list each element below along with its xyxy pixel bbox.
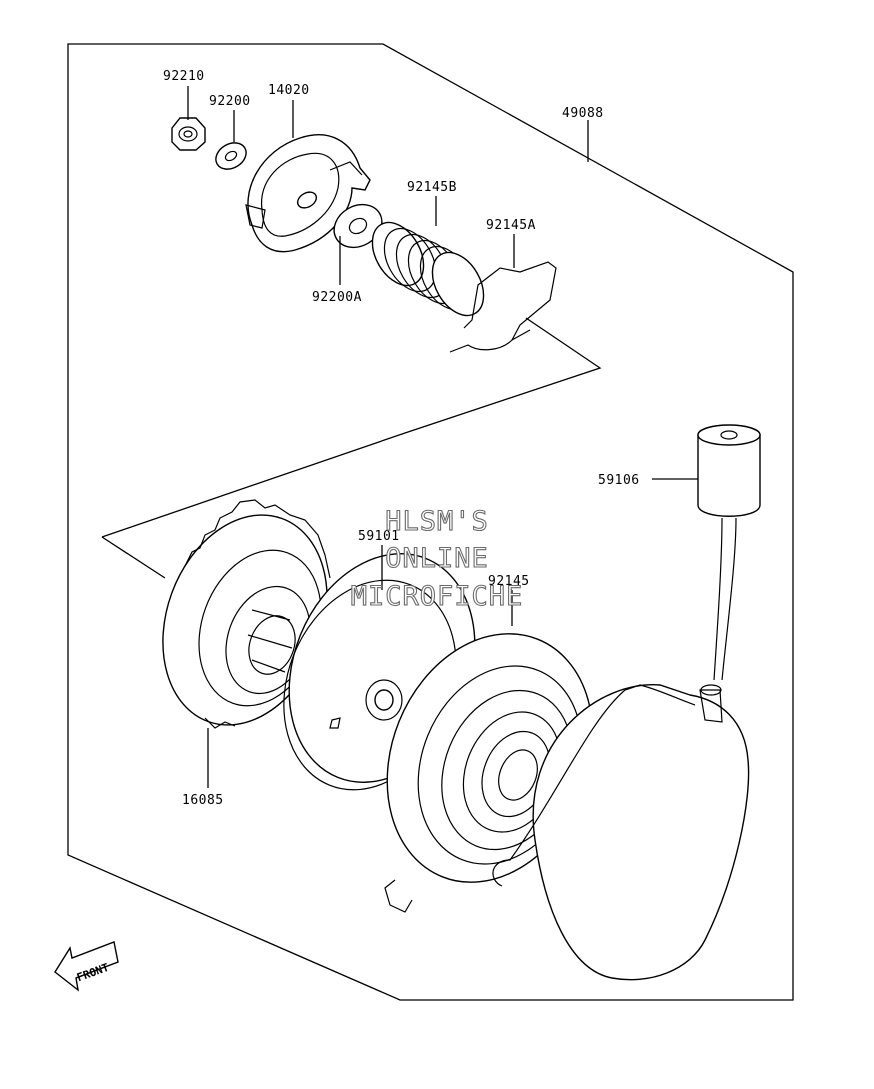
label-16085: 16085	[182, 793, 224, 808]
label-92200: 92200	[209, 94, 251, 109]
assembly-outline	[67, 43, 794, 1001]
label-14020: 14020	[268, 83, 310, 98]
label-59101: 59101	[358, 529, 400, 544]
washer-92200A[interactable]	[326, 196, 389, 256]
label-59106: 59106	[598, 473, 640, 488]
recoil-case[interactable]	[492, 684, 750, 981]
label-92145A: 92145A	[486, 218, 536, 233]
label-92200A: 92200A	[312, 290, 362, 305]
handle-59106[interactable]	[697, 424, 761, 681]
label-49088: 49088	[562, 106, 604, 121]
watermark-line-1: HLSM'S	[385, 506, 489, 537]
watermark-line-3: MICROFICHE	[351, 581, 524, 612]
ratchet-16085[interactable]	[135, 492, 355, 748]
front-arrow-icon: FRONT	[54, 941, 119, 992]
label-92210: 92210	[163, 69, 205, 84]
subassembly-bracket	[101, 317, 602, 579]
cover-14020[interactable]	[245, 134, 371, 253]
label-92145B: 92145B	[407, 180, 457, 195]
watermark-line-2: ONLINE	[385, 543, 489, 574]
label-92145: 92145	[488, 574, 530, 589]
spring-92145B[interactable]	[362, 214, 494, 325]
washer-92200[interactable]	[211, 138, 251, 175]
spring-clip-92145A[interactable]	[449, 261, 557, 353]
nut-92210[interactable]	[171, 117, 206, 151]
